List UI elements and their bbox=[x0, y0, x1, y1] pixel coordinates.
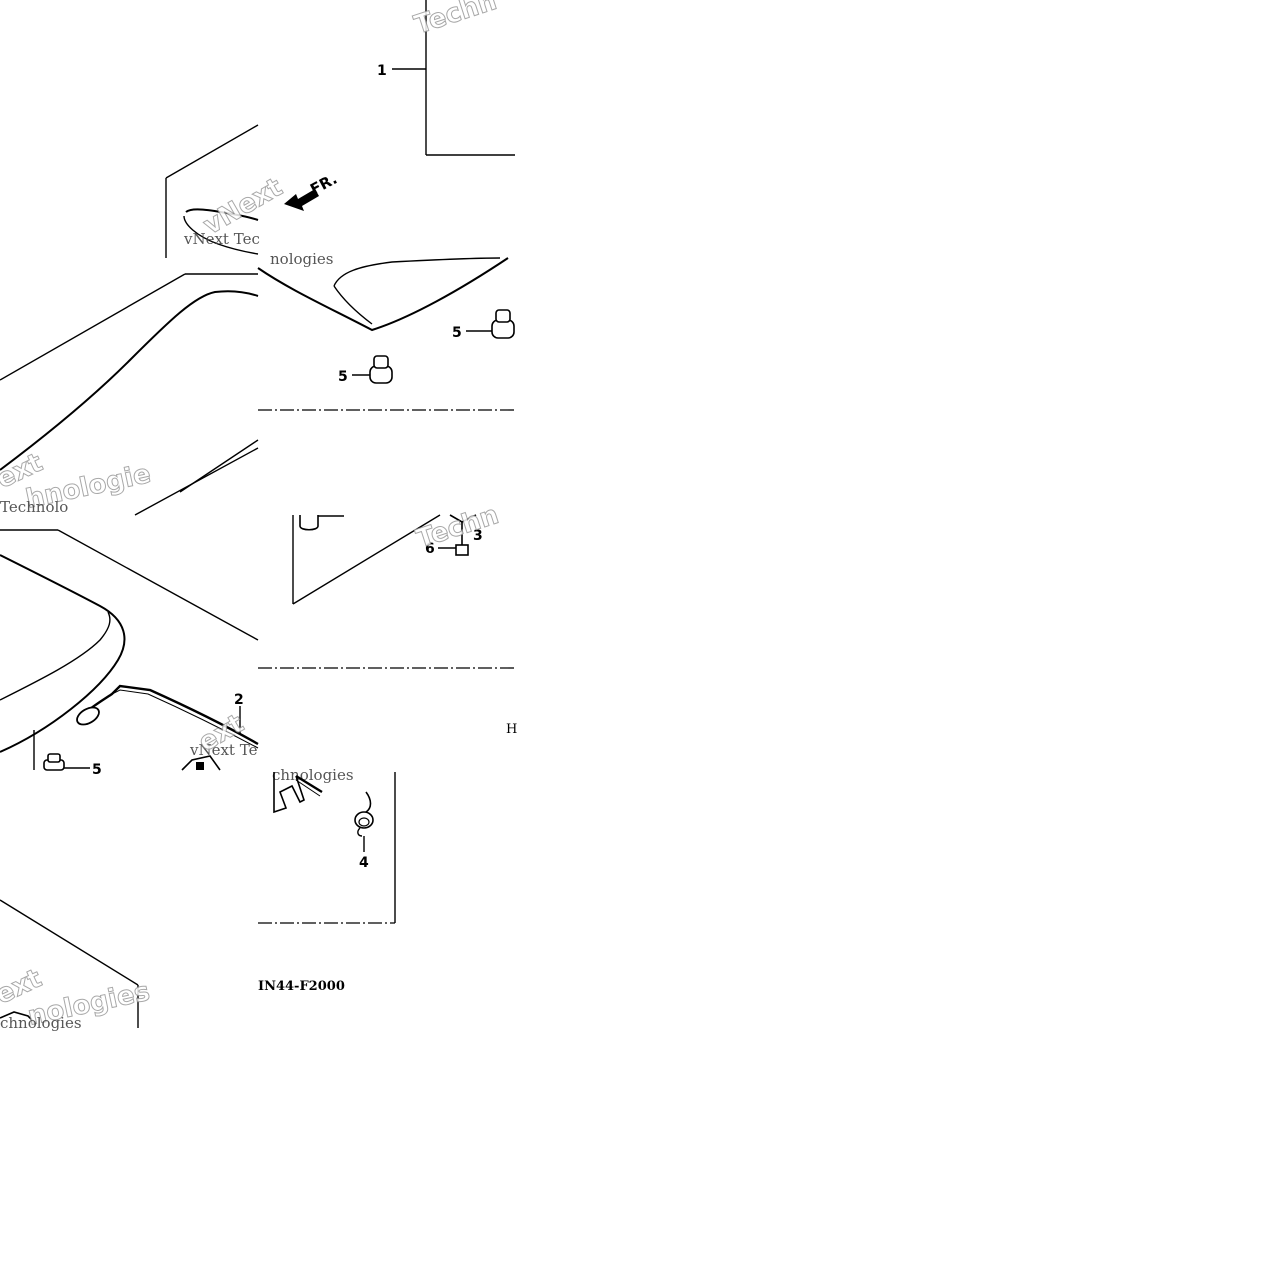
seat-edge-line bbox=[179, 439, 259, 493]
hook-bracket-icon bbox=[273, 772, 323, 814]
tile-bottom-center: chnologies 4 IN44-F2000 bbox=[258, 766, 396, 994]
seat-lock-rod-icon bbox=[76, 684, 259, 749]
watermark-small: nologies bbox=[270, 250, 334, 268]
callout-3: 3 bbox=[473, 528, 483, 544]
tile-center-lower: 6 3 Techn bbox=[258, 500, 515, 669]
callout-4: 4 bbox=[359, 855, 369, 871]
callout-1: 1 bbox=[377, 63, 387, 79]
outline-line bbox=[292, 514, 441, 605]
tile-top: 1 FR. Techn bbox=[284, 0, 515, 211]
outline-line bbox=[165, 124, 259, 179]
diagram-code: IN44-F2000 bbox=[258, 979, 345, 994]
tile-left-top: vNext Tec vNext bbox=[165, 124, 288, 258]
callout-6: 6 bbox=[425, 541, 435, 557]
seat-rear-curve bbox=[0, 554, 126, 753]
watermark-small: Technolo bbox=[0, 498, 68, 516]
rubber-cushion-icon bbox=[369, 355, 393, 384]
watermark-fragment: Techn bbox=[411, 0, 501, 41]
latch-fragment-icon bbox=[0, 1011, 37, 1025]
latch-bracket-icon bbox=[181, 755, 221, 771]
front-arrow-icon bbox=[284, 189, 319, 211]
tile-left-middle: ext hnologie Technolo bbox=[0, 273, 259, 516]
callout-5: 5 bbox=[338, 369, 348, 385]
tile-bottom-left: ext nologies chnologies bbox=[0, 899, 153, 1032]
rubber-cushion-icon bbox=[491, 309, 515, 339]
tile-left-lower: 2 5 vNext Te ext bbox=[0, 529, 259, 778]
spring-icon bbox=[354, 791, 374, 837]
seat-edge-line bbox=[185, 208, 259, 221]
watermark-small: vNext Te bbox=[189, 741, 258, 759]
tile-center: nologies 5 5 bbox=[257, 250, 515, 411]
watermark-small: vNext Tec bbox=[183, 230, 260, 248]
callout-5: 5 bbox=[452, 325, 462, 341]
rubber-cushion-icon bbox=[299, 515, 319, 531]
seat-underside-inner bbox=[333, 257, 501, 287]
outline-line bbox=[0, 899, 139, 986]
seat-edge-line bbox=[183, 215, 259, 255]
callout-2: 2 bbox=[234, 692, 244, 708]
watermark-small: chnologies bbox=[0, 1014, 82, 1032]
rubber-cushion-icon bbox=[43, 753, 65, 771]
callout-5: 5 bbox=[92, 762, 102, 778]
seat-underside-curve bbox=[257, 257, 509, 332]
outline-line bbox=[0, 273, 186, 381]
seat-underside-inner bbox=[333, 285, 373, 325]
seat-top-curve bbox=[0, 290, 259, 471]
bolt-icon bbox=[449, 514, 477, 556]
watermark-small: chnologies bbox=[272, 766, 354, 784]
reference-letter: H bbox=[506, 722, 517, 737]
seat-rear-inner bbox=[0, 611, 111, 701]
outline-line bbox=[57, 529, 259, 641]
